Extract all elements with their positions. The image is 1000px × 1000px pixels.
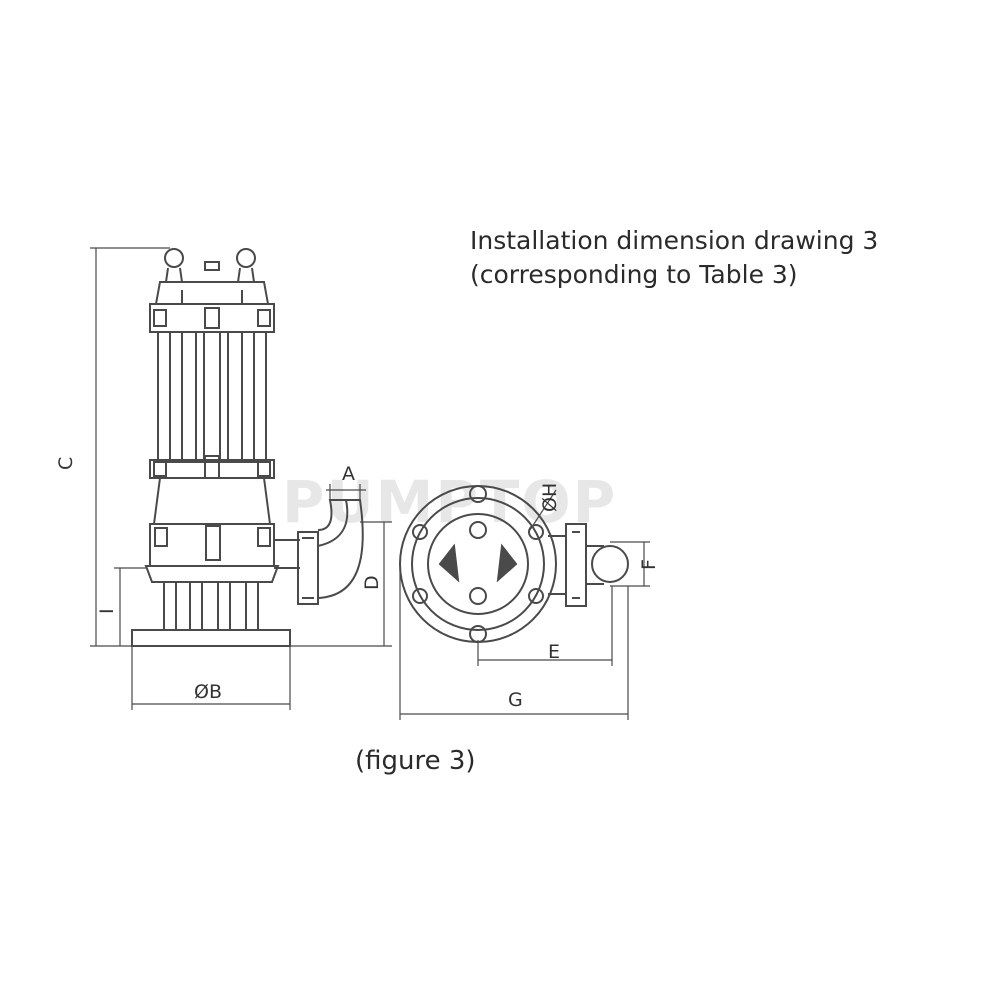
support-leg	[217, 581, 231, 631]
dim-label-d: D	[361, 575, 383, 590]
dim-label-g: G	[508, 689, 523, 711]
title-line-1: Installation dimension drawing 3	[470, 226, 879, 255]
bolt-hole	[469, 625, 487, 643]
support-leg	[245, 581, 259, 631]
title-line-2: (corresponding to Table 3)	[470, 260, 798, 289]
discharge-elbow	[317, 499, 349, 547]
lifting-eye-top	[469, 521, 487, 539]
discharge-pipe	[274, 539, 300, 569]
support-leg	[163, 581, 177, 631]
discharge-flange-top	[565, 523, 587, 607]
lifting-eye-top	[469, 587, 487, 605]
dim-label-e: E	[548, 641, 560, 663]
outlet-opening	[591, 545, 629, 583]
bolt-hole	[528, 588, 544, 604]
discharge-flange-side	[297, 531, 319, 605]
bolt-hole	[528, 524, 544, 540]
pump-volute-rim	[144, 565, 280, 583]
dim-label-h: ØH	[539, 483, 561, 512]
base-plate	[131, 629, 291, 647]
pump-plan-view	[399, 485, 629, 643]
plan-dimensions	[399, 489, 650, 720]
drawing-title: Installation dimension drawing 3 (corres…	[470, 224, 878, 292]
motor-top-cap	[154, 281, 270, 305]
impeller-wedge	[496, 543, 518, 583]
dim-line-h	[529, 489, 557, 531]
motor-housing	[157, 331, 267, 463]
side-dimensions	[90, 247, 392, 710]
lifting-eye-left	[164, 248, 184, 268]
seal-housing	[152, 477, 272, 525]
dim-label-a: A	[342, 463, 355, 485]
dim-label-c: C	[55, 457, 77, 470]
bolt-hole	[412, 524, 428, 540]
bolt-hole	[412, 588, 428, 604]
bolt-hole	[469, 485, 487, 503]
impeller-wedge	[438, 543, 460, 583]
figure-caption: (figure 3)	[355, 746, 476, 776]
dim-label-b: ØB	[194, 681, 222, 703]
support-leg	[189, 581, 203, 631]
dim-label-i: I	[96, 608, 118, 614]
lifting-eye-right	[236, 248, 256, 268]
casing-outer-circle	[399, 485, 557, 643]
dim-label-f: F	[638, 559, 660, 570]
pump-side-view	[131, 248, 364, 647]
